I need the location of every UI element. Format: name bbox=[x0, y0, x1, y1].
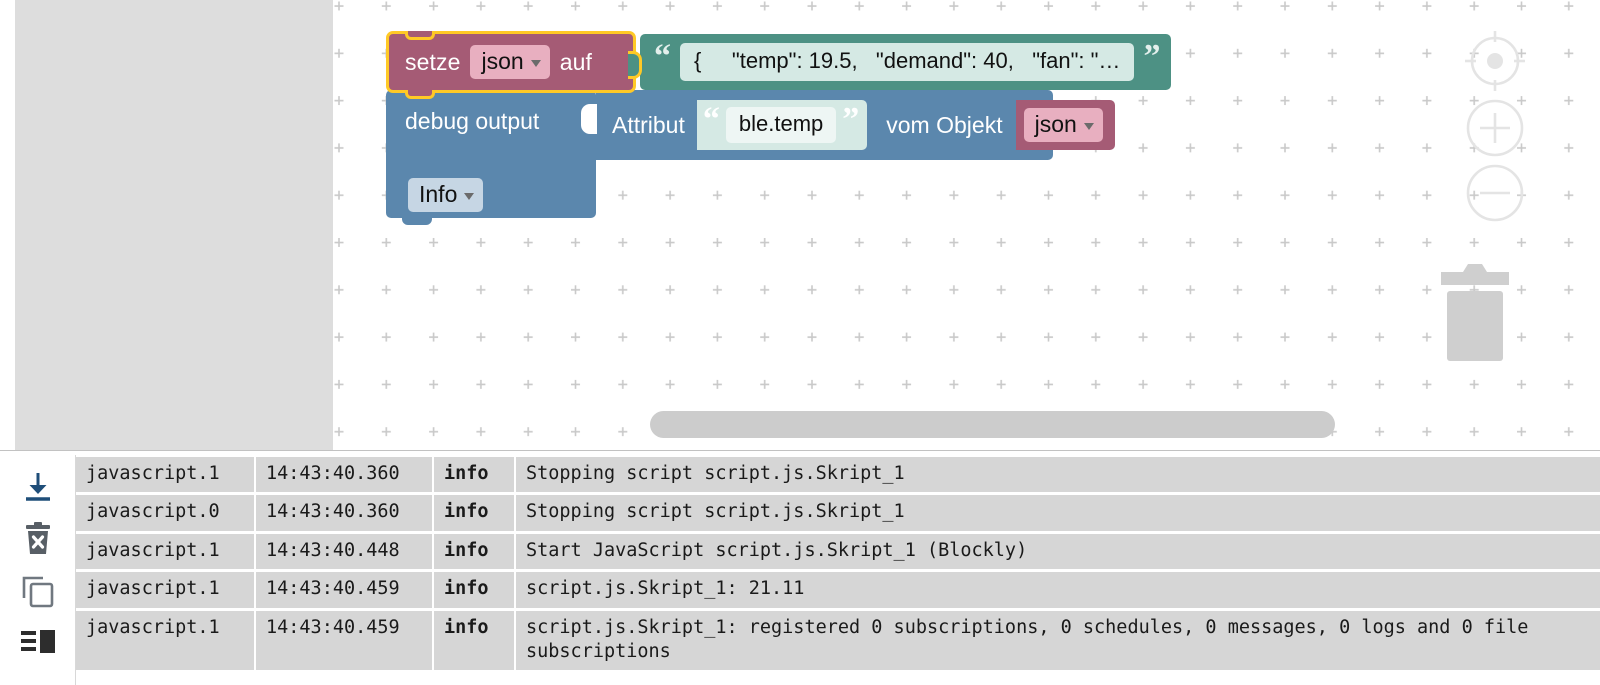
log-level-label: Info bbox=[419, 181, 458, 207]
text-string-field[interactable]: { "temp": 19.5, "demand": 40, "fan": "… bbox=[680, 43, 1135, 81]
attribute-name-field[interactable]: ble.temp bbox=[725, 107, 837, 143]
log-cell-source: javascript.1 bbox=[76, 610, 254, 671]
log-cell-level: info bbox=[434, 457, 514, 493]
log-cell-message: script.js.Skript_1: 21.11 bbox=[516, 572, 1600, 608]
chevron-down-icon bbox=[1083, 122, 1094, 130]
attribut-label: Attribut bbox=[612, 111, 685, 138]
open-quote-icon: “ bbox=[702, 101, 720, 138]
blockly-workspace-canvas[interactable]: “ { "temp": 19.5, "demand": 40, "fan": "… bbox=[333, 0, 1600, 450]
copy-log-button[interactable] bbox=[15, 571, 61, 611]
horizontal-scrollbar[interactable] bbox=[650, 411, 1335, 438]
log-cell-level: info bbox=[434, 572, 514, 608]
set-variable-block[interactable]: setze json auf bbox=[386, 31, 642, 99]
setze-label: setze bbox=[405, 48, 461, 75]
log-cell-source: javascript.1 bbox=[76, 533, 254, 570]
close-quote-icon: ” bbox=[1143, 38, 1161, 75]
log-cell-message: Stopping script script.js.Skript_1 bbox=[516, 495, 1600, 531]
log-cell-source: javascript.0 bbox=[76, 495, 254, 531]
object-variable-dropdown[interactable]: json bbox=[1023, 108, 1103, 142]
log-cell-source: javascript.1 bbox=[76, 457, 254, 493]
log-cell-level: info bbox=[434, 610, 514, 671]
zoom-in-icon bbox=[1466, 99, 1524, 157]
editor-area: “ { "temp": 19.5, "demand": 40, "fan": "… bbox=[15, 0, 1600, 450]
log-cell-message: script.js.Skript_1: registered 0 subscri… bbox=[516, 610, 1600, 671]
chevron-down-icon bbox=[530, 59, 541, 67]
log-cell-time: 14:43:40.459 bbox=[256, 572, 432, 608]
variable-dropdown[interactable]: json bbox=[470, 45, 550, 79]
log-cell-level: info bbox=[434, 533, 514, 570]
text-string-block[interactable]: “ { "temp": 19.5, "demand": 40, "fan": "… bbox=[640, 34, 1172, 90]
clear-log-button[interactable] bbox=[15, 519, 61, 559]
trash-x-icon bbox=[25, 522, 50, 554]
debug-output-label: debug output bbox=[405, 108, 540, 134]
vom-objekt-label: vom Objekt bbox=[886, 111, 1003, 138]
log-cell-source: javascript.1 bbox=[76, 572, 254, 608]
object-variable-label: json bbox=[1034, 111, 1077, 137]
trash-can-icon[interactable] bbox=[1435, 258, 1515, 363]
attribute-text-block[interactable]: “ ble.temp ” bbox=[696, 100, 868, 150]
log-cell-time: 14:43:40.360 bbox=[256, 457, 432, 493]
toggle-layout-button[interactable] bbox=[15, 623, 61, 663]
debug-output-block[interactable]: debug output Info bbox=[386, 90, 597, 225]
get-attribute-block[interactable]: Attribut “ ble.temp ” vom Objekt json bbox=[596, 90, 1115, 160]
block-notch-top bbox=[405, 31, 435, 40]
blockly-toolbox-panel[interactable] bbox=[15, 0, 333, 450]
log-cell-time: 14:43:40.459 bbox=[256, 610, 432, 671]
zoom-out-icon bbox=[1466, 164, 1524, 222]
log-cell-message: Stopping script script.js.Skript_1 bbox=[516, 457, 1600, 493]
block-notch-bottom bbox=[402, 218, 432, 225]
log-cell-level: info bbox=[434, 495, 514, 531]
list-layout-icon bbox=[20, 630, 55, 653]
center-target-icon bbox=[1465, 31, 1525, 91]
copy-icon bbox=[22, 576, 53, 608]
download-log-button[interactable] bbox=[15, 467, 61, 507]
log-cell-message: Start JavaScript script.js.Skript_1 (Blo… bbox=[516, 533, 1600, 570]
block-notch-bottom bbox=[405, 90, 435, 99]
variable-dropdown-label: json bbox=[481, 48, 524, 74]
auf-label: auf bbox=[559, 48, 592, 75]
log-toolbar bbox=[0, 455, 76, 685]
variable-get-block[interactable]: json bbox=[1015, 100, 1115, 150]
editor-log-divider[interactable] bbox=[0, 450, 1600, 456]
close-quote-icon: ” bbox=[842, 101, 860, 138]
chevron-down-icon bbox=[464, 192, 475, 200]
log-level-dropdown[interactable]: Info bbox=[408, 178, 484, 212]
download-arrow-icon bbox=[25, 473, 50, 501]
value-input-socket bbox=[628, 51, 642, 79]
log-cell-time: 14:43:40.360 bbox=[256, 495, 432, 531]
open-quote-icon: “ bbox=[654, 38, 671, 75]
log-cell-time: 14:43:40.448 bbox=[256, 533, 432, 570]
workspace-zoom-controls[interactable] bbox=[1450, 25, 1540, 225]
debug-message-socket bbox=[581, 104, 597, 134]
